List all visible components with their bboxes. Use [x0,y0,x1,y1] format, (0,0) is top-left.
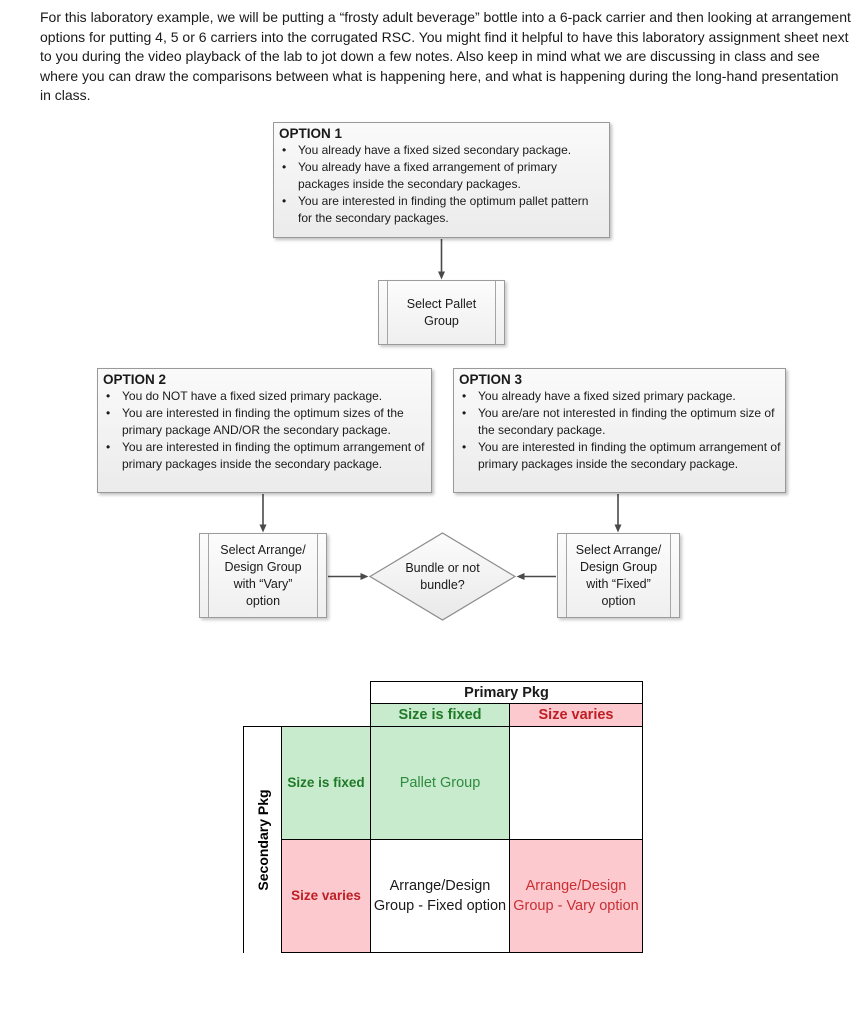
decision-diamond [368,532,517,621]
option3-bullet: You are interested in finding the optimu… [454,439,781,473]
option1-title: OPTION 1 [279,126,343,141]
col-header-size-varies: Size varies [509,703,643,727]
select-fixed-label: Select Arrange/ Design Group with “Fixed… [575,542,662,608]
option2-box: OPTION 2 You do NOT have a fixed sized p… [97,368,432,493]
select-vary-box: Select Arrange/ Design Group with “Vary”… [199,533,327,618]
option1-bullet: You are interested in finding the optimu… [274,193,605,227]
option1-bullet: You already have a fixed sized secondary… [274,142,605,159]
option3-box: OPTION 3 You already have a fixed sized … [453,368,786,493]
row-header-size-fixed: Size is fixed [281,726,371,840]
cell-arrange-fixed: Arrange/Design Group - Fixed option [370,839,510,953]
option2-bullet: You do NOT have a fixed sized primary pa… [98,388,427,405]
option2-bullet-list: You do NOT have a fixed sized primary pa… [98,388,427,473]
col-header-size-fixed: Size is fixed [370,703,510,727]
row-header-size-varies: Size varies [281,839,371,953]
option3-bullet: You already have a fixed sized primary p… [454,388,781,405]
option3-bullet: You are/are not interested in finding th… [454,405,781,439]
option1-bullet-list: You already have a fixed sized secondary… [274,142,605,227]
secondary-pkg-label: Secondary Pkg [254,789,271,891]
decision-label: Bundle or not bundle? [405,561,480,592]
primary-pkg-header: Primary Pkg [370,681,643,704]
option1-box: OPTION 1 You already have a fixed sized … [273,122,610,238]
option3-bullet-list: You already have a fixed sized primary p… [454,388,781,473]
intro-paragraph: For this laboratory example, we will be … [40,9,851,103]
option3-title: OPTION 3 [459,372,523,387]
cell-empty [509,726,643,840]
cell-arrange-vary: Arrange/Design Group - Vary option [509,839,643,953]
option1-bullet: You already have a fixed arrangement of … [274,159,605,193]
option2-title: OPTION 2 [103,372,167,387]
option2-bullet: You are interested in finding the optimu… [98,439,427,473]
option2-bullet: You are interested in finding the optimu… [98,405,427,439]
matrix-table: Primary Pkg Size is fixed Size varies Se… [243,681,643,953]
secondary-pkg-label-cell: Secondary Pkg [243,726,282,953]
spacer-cell [244,704,282,727]
select-pallet-group-label: Select Pallet Group [406,296,477,328]
spacer-cell [244,682,282,704]
select-fixed-box: Select Arrange/ Design Group with “Fixed… [557,533,680,618]
select-pallet-group-box: Select Pallet Group [378,280,505,345]
cell-pallet-group: Pallet Group [370,726,510,840]
spacer-cell [282,704,371,727]
select-vary-label: Select Arrange/ Design Group with “Vary”… [220,542,306,608]
spacer-cell [282,682,371,704]
